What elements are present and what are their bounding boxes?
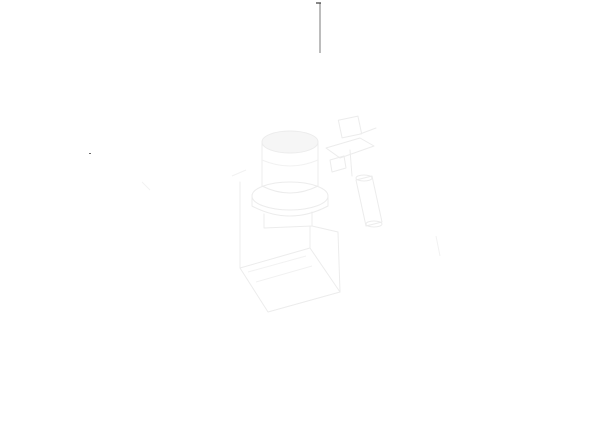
pump-assembly-drawing <box>141 115 441 313</box>
side-valve <box>325 115 377 177</box>
motor-cylinder <box>261 130 319 194</box>
flange-collar <box>251 181 329 229</box>
guide-strokes <box>141 169 441 257</box>
stray-mark <box>89 153 91 154</box>
callout-leader <box>316 2 321 53</box>
side-pipe <box>355 174 383 228</box>
base-housing <box>239 181 341 313</box>
